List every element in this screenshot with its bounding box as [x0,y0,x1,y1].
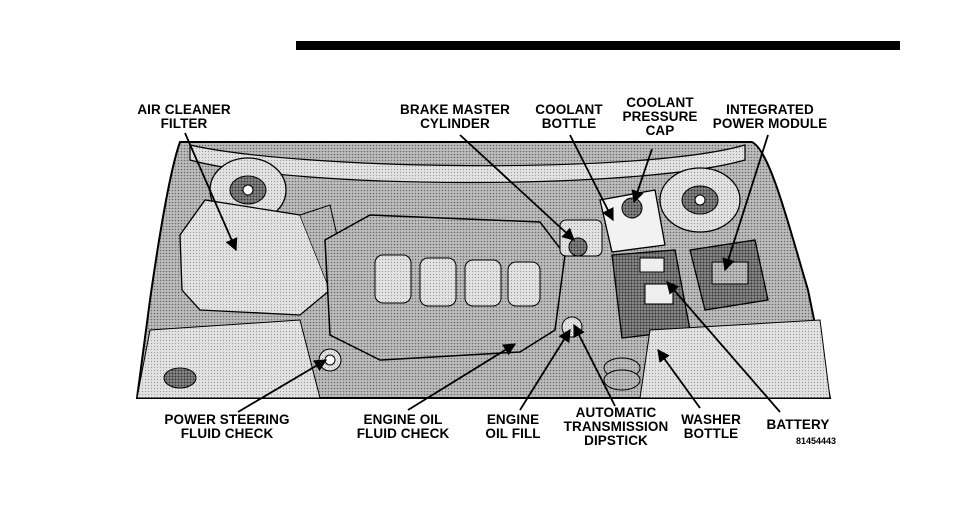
label-air-cleaner-filter: AIR CLEANER FILTER [137,103,230,131]
label-integrated-power-module: INTEGRATED POWER MODULE [713,103,827,131]
label-engine-oil-fluid-check: ENGINE OIL FLUID CHECK [357,413,450,441]
label-automatic-transmission-dipstick: AUTOMATIC TRANSMISSION DIPSTICK [564,406,669,448]
label-power-steering-fluid-check: POWER STEERING FLUID CHECK [164,413,289,441]
label-coolant-bottle: COOLANT BOTTLE [535,103,602,131]
label-engine-oil-fill: ENGINE OIL FILL [485,413,540,441]
coolant-bottle [600,190,665,252]
power-steering-reservoir [319,349,341,371]
radiator-support [137,320,320,398]
figure-code: 81454443 [796,436,836,446]
right-strut-tower [660,168,740,232]
label-washer-bottle: WASHER BOTTLE [681,413,741,441]
label-coolant-pressure-cap: COOLANT PRESSURE CAP [622,96,697,138]
brake-master-cylinder [560,220,602,256]
transmission-dipstick-coil [604,358,640,390]
label-brake-master-cylinder: BRAKE MASTER CYLINDER [400,103,510,131]
label-battery: BATTERY [767,418,830,432]
